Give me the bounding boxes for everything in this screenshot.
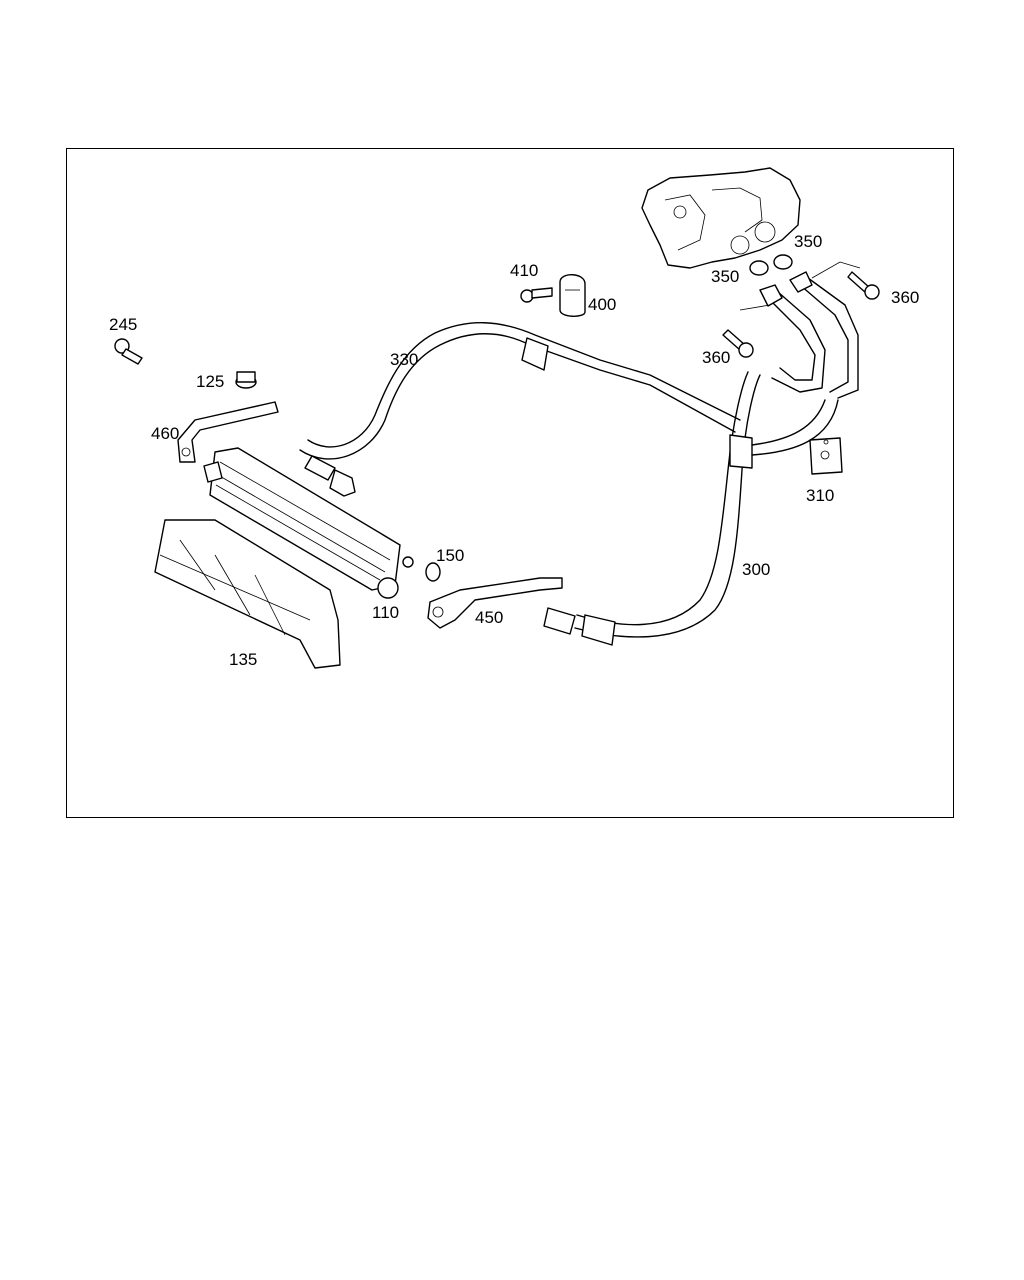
seal-350-b — [773, 254, 793, 270]
bolt-410 — [520, 287, 553, 303]
transmission-housing — [641, 167, 801, 269]
label-125: 125 — [196, 372, 225, 391]
diagram-frame — [66, 148, 954, 818]
oil-lines — [739, 261, 861, 399]
label-150: 150 — [436, 546, 465, 565]
label-330: 330 — [390, 350, 419, 369]
label-300: 300 — [742, 560, 771, 579]
air-duct-135 — [154, 519, 341, 669]
nut-125 — [235, 371, 257, 389]
label-110: 110 — [372, 603, 400, 622]
bolt-360-b — [847, 271, 880, 300]
label-360-b: 360 — [891, 288, 920, 307]
hose-330 — [299, 322, 741, 497]
label-135: 135 — [229, 650, 258, 669]
label-450: 450 — [475, 608, 504, 627]
bracket-450 — [427, 577, 563, 629]
bolt-245 — [114, 338, 143, 365]
oil-cooler-110 — [203, 447, 414, 599]
label-460: 460 — [151, 424, 180, 443]
label-400: 400 — [588, 295, 617, 314]
label-410: 410 — [510, 261, 539, 280]
label-350-b: 350 — [794, 232, 823, 251]
label-350-a: 350 — [711, 267, 740, 286]
plug-150 — [425, 562, 441, 582]
label-360-a: 360 — [702, 348, 731, 367]
seal-350-a — [749, 260, 769, 276]
bracket-460 — [177, 401, 279, 463]
bolt-360-a — [722, 329, 754, 358]
label-310: 310 — [806, 486, 835, 505]
bracket-310 — [809, 437, 843, 475]
label-245: 245 — [109, 315, 138, 334]
hose-300 — [543, 371, 839, 646]
clamp-400 — [559, 274, 586, 317]
